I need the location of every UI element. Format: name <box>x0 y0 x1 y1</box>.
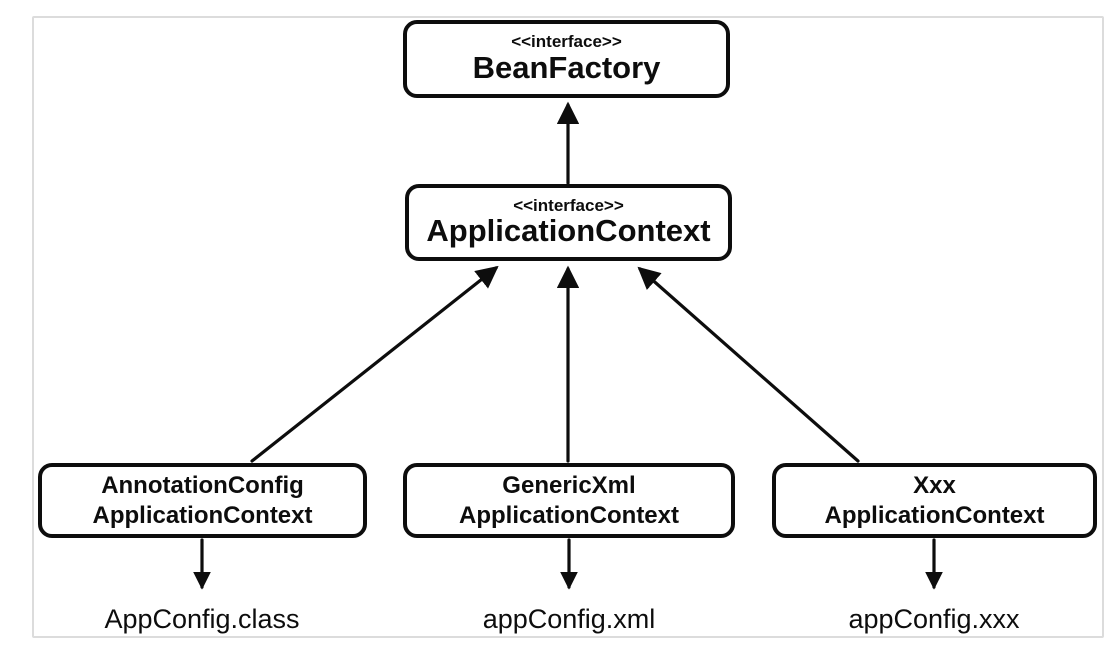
xxx-name-line1: Xxx <box>913 471 956 499</box>
genericxml-name-line2: ApplicationContext <box>459 501 679 529</box>
config-file-label-appconfig-xml: appConfig.xml <box>482 604 656 634</box>
applicationcontext-name-label: ApplicationContext <box>426 213 711 249</box>
extends-arrow-xxx-to-applicationcontext <box>637 266 860 463</box>
node-beanfactory: <<interface>> BeanFactory <box>403 20 730 98</box>
config-file-label-appconfig-xxx: appConfig.xxx <box>848 604 1020 634</box>
node-genericxml-applicationcontext: GenericXml ApplicationContext <box>403 463 735 538</box>
xxx-name-line2: ApplicationContext <box>824 501 1045 529</box>
node-applicationcontext: <<interface>> ApplicationContext <box>405 184 732 261</box>
applicationcontext-stereotype-label: <<interface>> <box>513 195 624 215</box>
beanfactory-name-label: BeanFactory <box>472 49 661 85</box>
genericxml-name-line1: GenericXml <box>502 471 636 499</box>
node-xxx-applicationcontext: Xxx ApplicationContext <box>772 463 1097 538</box>
annotationconfig-name-line1: AnnotationConfig <box>101 471 304 499</box>
config-file-label-appconfig-class: AppConfig.class <box>104 604 300 634</box>
node-annotationconfig-applicationcontext: AnnotationConfig ApplicationContext <box>38 463 367 538</box>
annotationconfig-name-line2: ApplicationContext <box>92 501 313 529</box>
extends-arrow-annotationconfig-to-applicationcontext <box>250 265 499 463</box>
beanfactory-stereotype-label: <<interface>> <box>511 32 622 52</box>
diagram-frame <box>32 16 1104 638</box>
